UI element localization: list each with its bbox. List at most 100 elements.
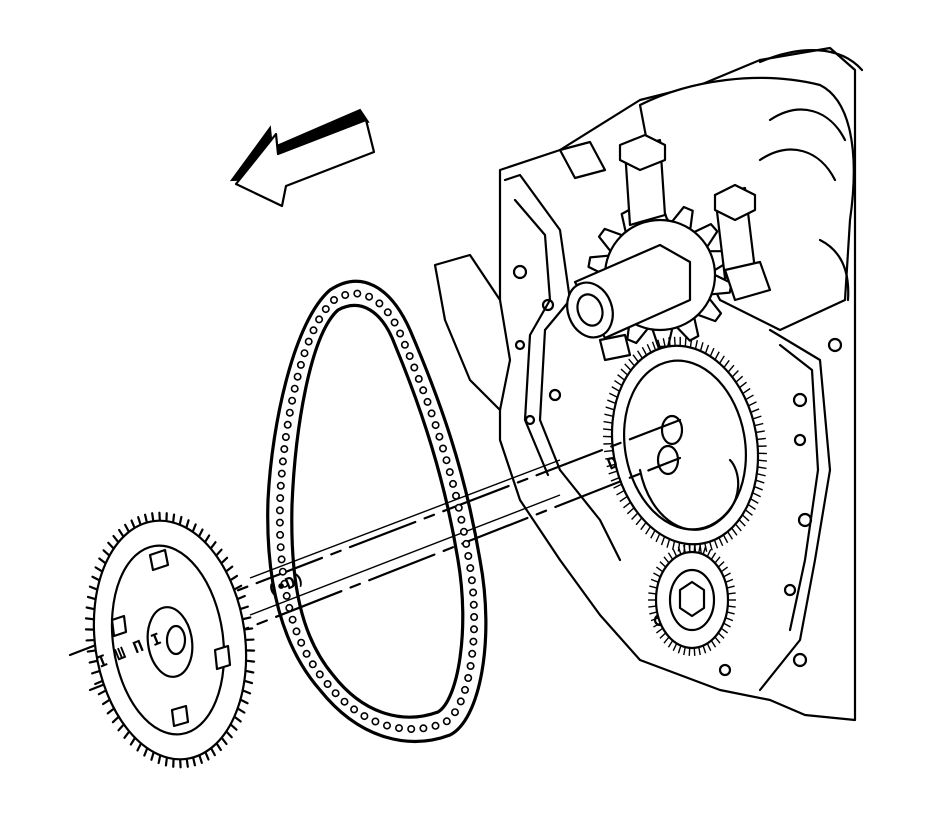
gear-tooth bbox=[648, 605, 657, 608]
gear-tooth bbox=[610, 477, 620, 482]
chain-link bbox=[329, 295, 338, 304]
chain-link bbox=[375, 299, 384, 308]
gear-tooth bbox=[741, 514, 750, 522]
sprocket-tooth bbox=[191, 523, 197, 533]
chain-link bbox=[275, 518, 284, 527]
gear-tooth bbox=[714, 556, 721, 564]
gear-tooth bbox=[641, 346, 648, 356]
gear-tooth bbox=[754, 422, 764, 427]
chain-link bbox=[414, 374, 423, 383]
gear-tooth bbox=[698, 544, 701, 553]
chain-link bbox=[451, 491, 460, 500]
sprocket-tooth bbox=[86, 649, 97, 653]
gear-tooth bbox=[684, 337, 687, 347]
sprocket-tooth bbox=[209, 746, 216, 757]
gear-tooth bbox=[742, 387, 751, 395]
sprocket-tooth bbox=[137, 516, 142, 526]
gear-tooth bbox=[718, 537, 724, 547]
gear-tooth bbox=[603, 428, 613, 431]
gear-tooth bbox=[632, 354, 639, 363]
gear-tooth bbox=[649, 585, 658, 589]
sprocket-tooth bbox=[225, 730, 233, 739]
gear-tooth bbox=[683, 544, 686, 553]
gear-tooth bbox=[611, 386, 620, 392]
sprocket-tooth bbox=[198, 754, 203, 764]
chain-link bbox=[302, 649, 311, 658]
chain-link bbox=[459, 527, 468, 536]
gear-tooth bbox=[640, 521, 647, 531]
chain-link bbox=[331, 689, 340, 698]
gear-tooth bbox=[620, 368, 629, 376]
sprocket-tooth bbox=[86, 595, 97, 601]
gear-tooth bbox=[723, 572, 731, 578]
chain-link bbox=[469, 625, 478, 634]
gear-tooth bbox=[727, 364, 735, 373]
gear-tooth bbox=[693, 544, 696, 553]
gear-tooth bbox=[713, 539, 719, 549]
gear-tooth bbox=[702, 645, 707, 654]
gear-tooth bbox=[756, 437, 766, 441]
sprocket-tooth bbox=[197, 528, 204, 538]
sprocket-tooth bbox=[243, 627, 254, 631]
gear-tooth bbox=[727, 531, 734, 540]
chain-link bbox=[280, 579, 289, 588]
gear-tooth bbox=[662, 338, 666, 348]
gear-tooth bbox=[655, 627, 664, 634]
chain-link bbox=[293, 372, 302, 381]
chain-link bbox=[282, 591, 291, 600]
sprocket-tooth bbox=[143, 513, 148, 524]
chain-link bbox=[460, 685, 469, 694]
chain-link bbox=[390, 318, 399, 327]
gear-tooth bbox=[651, 341, 657, 351]
gear-tooth bbox=[646, 343, 652, 353]
balance-shaft-gear bbox=[648, 544, 736, 656]
gear-tooth bbox=[725, 617, 734, 622]
sprocket-tooth bbox=[84, 617, 96, 621]
sprocket-tooth bbox=[229, 723, 238, 731]
chain-link bbox=[466, 661, 475, 670]
sprocket-tooth bbox=[204, 750, 210, 761]
gear-tooth bbox=[606, 463, 616, 468]
gear-tooth bbox=[608, 470, 618, 475]
gear-tooth bbox=[645, 526, 652, 535]
sprocket-tooth bbox=[185, 757, 189, 768]
chain-link bbox=[276, 543, 285, 552]
gear-tooth bbox=[731, 527, 738, 536]
gear-tooth bbox=[755, 430, 765, 434]
gear-tooth bbox=[756, 472, 766, 477]
chain-link bbox=[423, 397, 432, 406]
chain-link bbox=[464, 551, 473, 560]
sprocket-tooth bbox=[118, 528, 125, 538]
sprocket-tooth bbox=[239, 698, 249, 705]
chain-link bbox=[419, 386, 428, 395]
gear-tooth bbox=[649, 611, 658, 615]
chain-link bbox=[435, 432, 444, 441]
gear-tooth bbox=[727, 605, 736, 608]
sprocket-tooth bbox=[98, 557, 107, 565]
sprocket-tooth bbox=[157, 754, 162, 765]
gear-tooth bbox=[702, 546, 707, 555]
gear-tooth bbox=[727, 592, 736, 595]
chain-link bbox=[290, 384, 299, 393]
sprocket-tooth bbox=[124, 523, 131, 534]
gear-tooth bbox=[757, 459, 767, 462]
chain-link bbox=[450, 708, 459, 717]
sprocket-tooth bbox=[94, 679, 104, 686]
chain-link bbox=[288, 615, 297, 624]
gear-tooth bbox=[720, 566, 729, 573]
chain-link bbox=[341, 290, 350, 299]
camshaft-gear bbox=[603, 336, 767, 554]
chain-link bbox=[383, 308, 392, 317]
gear-tooth bbox=[650, 617, 659, 622]
sprocket-tooth bbox=[236, 707, 246, 714]
gear-tooth bbox=[667, 640, 674, 648]
sprocket-tooth bbox=[224, 565, 234, 573]
gear-tooth bbox=[725, 578, 734, 583]
gear-tooth bbox=[613, 483, 622, 489]
timing-chain bbox=[266, 279, 488, 743]
gear-tooth bbox=[720, 627, 729, 634]
chain-link bbox=[309, 326, 318, 335]
chain-link bbox=[365, 292, 374, 301]
chain-link bbox=[469, 588, 478, 597]
